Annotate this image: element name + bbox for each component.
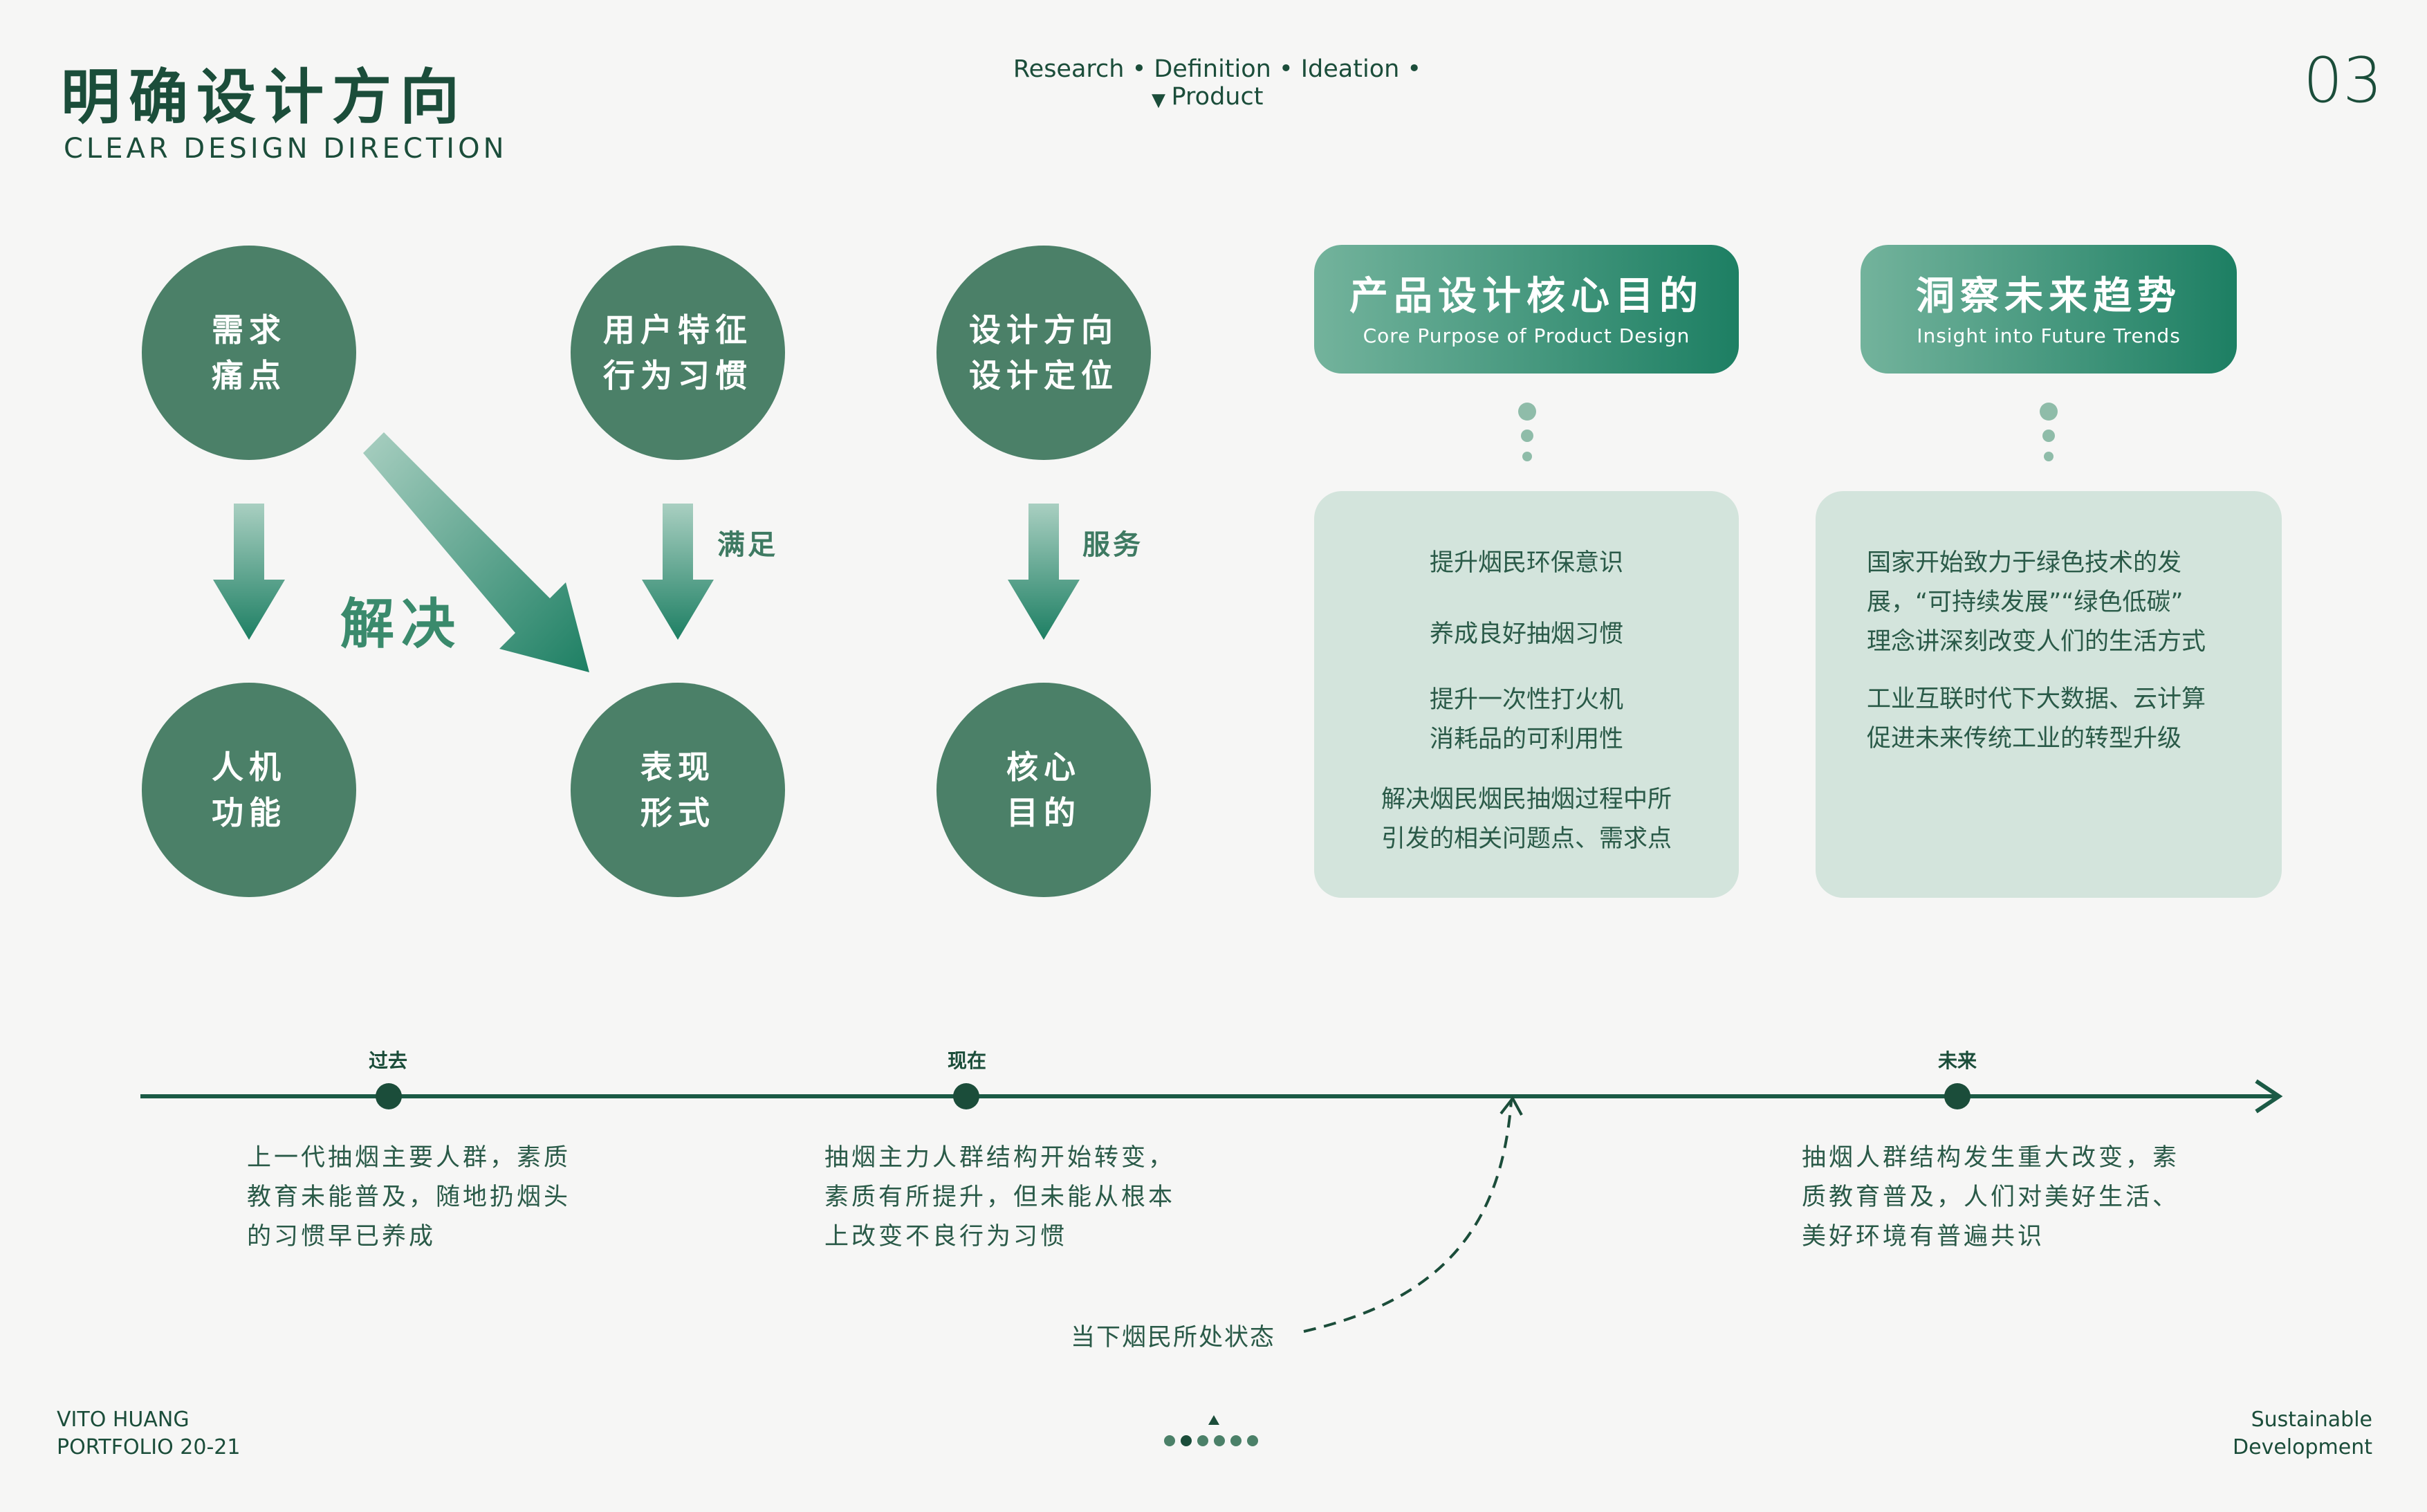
footer-section: Sustainable Development bbox=[2186, 1406, 2372, 1462]
timeline-now-label: 现在 bbox=[948, 1049, 987, 1072]
timeline-past-line: 上一代抽烟主要人群，素质 bbox=[247, 1144, 571, 1172]
section-nav[interactable]: Research • Definition • Ideation • Produ… bbox=[1013, 55, 1422, 111]
purpose-subtitle: Core Purpose of Product Design bbox=[1363, 324, 1690, 347]
page-indicator[interactable] bbox=[1164, 1411, 1268, 1453]
circle-expression-form-label: 表现 形式 bbox=[640, 748, 715, 831]
page-indicator-caret-icon bbox=[1208, 1415, 1219, 1425]
trend-item: 展，“可持续发展”“绿色低碳” bbox=[1867, 589, 2184, 616]
trend-title: 洞察未来趋势 bbox=[1916, 273, 2181, 319]
nav-indicator-icon: ▼ bbox=[1152, 90, 1165, 111]
section-name-line2: Development bbox=[2233, 1435, 2372, 1459]
trend-subtitle: Insight into Future Trends bbox=[1917, 324, 2181, 347]
timeline-future-text: 抽烟人群结构发生重大改变，素 质教育普及，人们对美好生活、 美好环境有普遍共识 bbox=[1802, 1138, 2179, 1257]
page-dot-active bbox=[1181, 1435, 1192, 1446]
trend-item: 工业互联时代下大数据、云计算 bbox=[1867, 685, 2206, 713]
circle-ergonomics: 人机 功能 bbox=[142, 683, 356, 897]
page-dot bbox=[1230, 1435, 1242, 1446]
timeline-dot-past bbox=[376, 1083, 402, 1109]
trend-item: 国家开始致力于绿色技术的发 bbox=[1867, 549, 2182, 577]
timeline-dot-future bbox=[1944, 1083, 1971, 1109]
purpose-item: 提升一次性打火机 bbox=[1429, 686, 1623, 714]
timeline-now-line: 素质有所提升，但未能从根本 bbox=[824, 1183, 1176, 1211]
arrow-diagonal bbox=[363, 432, 589, 672]
purpose-item: 引发的相关问题点、需求点 bbox=[1381, 825, 1672, 853]
purpose-item: 提升烟民环保意识 bbox=[1429, 549, 1623, 577]
timeline-future-label: 未来 bbox=[1938, 1049, 1977, 1072]
arrow-down-1 bbox=[213, 504, 285, 640]
purpose-title: 产品设计核心目的 bbox=[1349, 273, 1704, 319]
arrow-down-2 bbox=[642, 504, 714, 640]
timeline-past-label: 过去 bbox=[369, 1049, 408, 1072]
circle-design-direction-label: 设计方向 设计定位 bbox=[969, 311, 1118, 394]
timeline-now-line: 抽烟主力人群结构开始转变， bbox=[824, 1144, 1176, 1172]
portfolio-label: PORTFOLIO 20-21 bbox=[57, 1435, 241, 1459]
page-title: 明确设计方向 bbox=[61, 63, 468, 132]
page-dot bbox=[1197, 1435, 1208, 1446]
purpose-item: 消耗品的可利用性 bbox=[1429, 726, 1623, 753]
timeline-future-line: 质教育普及，人们对美好生活、 bbox=[1802, 1183, 2180, 1211]
label-solve: 解决 bbox=[340, 593, 463, 656]
page-number: 03 bbox=[2303, 44, 2383, 117]
trend-header: 洞察未来趋势 Insight into Future Trends bbox=[1861, 245, 2237, 374]
label-serve: 服务 bbox=[1082, 529, 1143, 561]
current-status-arrowhead bbox=[1499, 1096, 1523, 1116]
page-dot bbox=[1214, 1435, 1225, 1446]
label-satisfy: 满足 bbox=[717, 529, 778, 561]
purpose-item: 养成良好抽烟习惯 bbox=[1429, 620, 1623, 648]
timeline-now-line: 上改变不良行为习惯 bbox=[824, 1223, 1068, 1251]
section-name-line1: Sustainable bbox=[2251, 1408, 2372, 1432]
circle-user-traits: 用户特征 行为习惯 bbox=[571, 246, 785, 460]
timeline-past-line: 教育未能普及，随地扔烟头 bbox=[247, 1183, 571, 1211]
timeline-arrowhead bbox=[2255, 1079, 2283, 1114]
trend-item: 理念讲深刻改变人们的生活方式 bbox=[1867, 628, 2206, 656]
footer-author: VITO HUANG PORTFOLIO 20-21 bbox=[57, 1406, 240, 1462]
page-dot bbox=[1164, 1435, 1175, 1446]
circle-user-traits-label: 用户特征 行为习惯 bbox=[603, 311, 753, 394]
current-status-label: 当下烟民所处状态 bbox=[1071, 1324, 1276, 1352]
page-subtitle: CLEAR DESIGN DIRECTION bbox=[64, 133, 508, 165]
timeline-dot-now bbox=[953, 1083, 979, 1109]
trend-item: 促进未来传统工业的转型升级 bbox=[1867, 725, 2182, 753]
trend-content: 国家开始致力于绿色技术的发 展，“可持续发展”“绿色低碳” 理念讲深刻改变人们的… bbox=[1816, 491, 2282, 898]
circle-core-purpose-label: 核心 目的 bbox=[1006, 748, 1081, 831]
arrow-down-3 bbox=[1008, 504, 1080, 640]
timeline-past-text: 上一代抽烟主要人群，素质 教育未能普及，随地扔烟头 的习惯早已养成 bbox=[247, 1138, 571, 1257]
author-name: VITO HUANG bbox=[57, 1408, 190, 1432]
circle-core-purpose: 核心 目的 bbox=[936, 683, 1151, 897]
page-dot bbox=[1247, 1435, 1258, 1446]
circle-pain-points-label: 需求 痛点 bbox=[212, 311, 286, 394]
purpose-content: 提升烟民环保意识 养成良好抽烟习惯 提升一次性打火机 消耗品的可利用性 解决烟民… bbox=[1314, 491, 1739, 898]
circle-ergonomics-label: 人机 功能 bbox=[212, 748, 286, 831]
dots-connector-2 bbox=[2040, 403, 2058, 461]
timeline-past-line: 的习惯早已养成 bbox=[247, 1223, 436, 1251]
timeline-now-text: 抽烟主力人群结构开始转变， 素质有所提升，但未能从根本 上改变不良行为习惯 bbox=[824, 1138, 1175, 1257]
timeline-future-line: 美好环境有普遍共识 bbox=[1802, 1223, 2045, 1251]
timeline-future-line: 抽烟人群结构发生重大改变，素 bbox=[1802, 1144, 2180, 1172]
circle-expression-form: 表现 形式 bbox=[571, 683, 785, 897]
circle-design-direction: 设计方向 设计定位 bbox=[936, 246, 1151, 460]
purpose-header: 产品设计核心目的 Core Purpose of Product Design bbox=[1314, 245, 1739, 374]
purpose-item: 解决烟民烟民抽烟过程中所 bbox=[1381, 786, 1672, 813]
dots-connector-1 bbox=[1518, 403, 1536, 461]
current-status-curve bbox=[1303, 1100, 1513, 1333]
circle-pain-points: 需求 痛点 bbox=[142, 246, 356, 460]
